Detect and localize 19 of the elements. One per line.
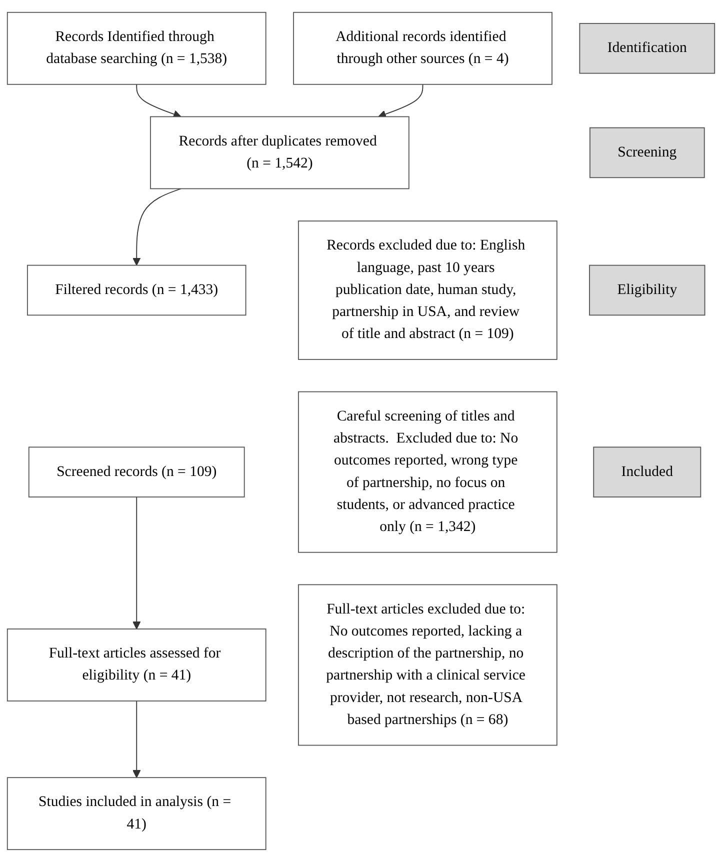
arrow (136, 84, 182, 118)
node-box: Eligibility (589, 264, 706, 316)
arrow (378, 84, 424, 118)
node-box: Careful screening of titles and abstracts. Excluded due to: No outcomes reported, wrong type of partnership, no focus on students, or advanced practice only (n = 1,342) (298, 391, 558, 553)
node-box: Included (593, 446, 702, 498)
arrow (132, 188, 182, 266)
arrow (132, 496, 141, 630)
node-box: Studies included in analysis (n = 41) (6, 777, 266, 850)
node-box: Identification (579, 23, 716, 74)
node-box: Screening (589, 127, 705, 178)
arrow (132, 700, 141, 778)
node-box: Additional records identified through other sources (n = 4) (293, 12, 552, 85)
node-box: Screened records (n = 109) (28, 446, 245, 498)
node-box: Filtered records (n = 1,433) (26, 264, 246, 316)
node-box: Records after duplicates removed (n = 1,542) (150, 116, 410, 190)
node-box: Full-text articles excluded due to: No outcomes reported, lacking a description of the partnership, no partnership with a clinical service provider, not research, non-USA based partnerships (n = 68) (298, 584, 558, 746)
node-box: Full-text articles assessed for eligibility (n = 41) (6, 628, 266, 702)
node-box: Records excluded due to: English language, past 10 years publication date, human study, partnership in USA, and review of title and abstract (n = 109) (298, 220, 558, 360)
node-box: Records Identified through database searching (n = 1,538) (6, 12, 266, 85)
